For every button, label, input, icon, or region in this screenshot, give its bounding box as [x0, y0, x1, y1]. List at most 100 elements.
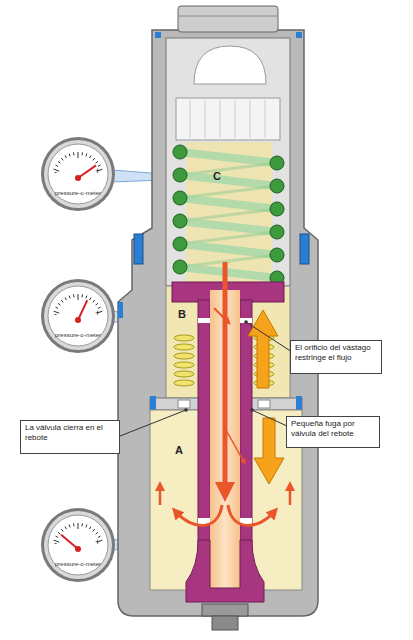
valve-port	[258, 400, 270, 408]
valve-spring	[174, 335, 194, 341]
valve-spring	[174, 380, 194, 386]
callout-box: La válvula cierra en el rebote	[20, 420, 120, 454]
gauge-rim	[41, 279, 115, 353]
chamber-label: B	[178, 308, 186, 320]
gauge-sign: -	[54, 167, 57, 177]
spring-coil	[180, 244, 277, 255]
leader-dot	[250, 408, 254, 412]
spring-wire	[173, 191, 187, 205]
gauge-tick	[93, 158, 95, 160]
upper-bore	[166, 38, 290, 286]
leader-dot	[244, 320, 248, 324]
collar-groove	[235, 100, 236, 138]
gauge-tick	[90, 526, 92, 529]
gauge-sign: +	[95, 166, 100, 176]
flow-arrow	[228, 505, 274, 525]
gauge-tick	[65, 526, 67, 529]
gauge-sign: +	[95, 537, 100, 547]
callout-leader	[120, 410, 186, 436]
gauge-tick	[86, 296, 87, 299]
gauge-tick	[55, 165, 58, 167]
callout-box: El orificio del vástago restringe el flu…	[290, 340, 382, 374]
gauge-tick	[93, 529, 95, 531]
gauge-sign: +	[95, 308, 100, 318]
gauge-tick	[69, 296, 70, 299]
mount-thread	[212, 616, 238, 630]
callout-text: La válvula cierra en el rebote	[25, 423, 115, 442]
gauge-tick	[61, 529, 63, 531]
flow-arrow	[226, 430, 244, 462]
pressure-gauge: -+pressure-o-meter	[40, 136, 116, 212]
gauge-tick	[55, 307, 58, 309]
o-ring-seal	[118, 302, 123, 318]
spring-wire	[270, 156, 284, 170]
gauge-tick	[58, 303, 60, 305]
rod-orifice	[198, 318, 210, 323]
flow-arrow	[214, 308, 228, 322]
spring-wire	[270, 179, 284, 193]
rod-orifice	[240, 318, 252, 323]
spring-coil	[180, 221, 277, 232]
spring-wire	[173, 145, 187, 159]
valve-seal	[150, 396, 156, 410]
o-ring-seal	[300, 234, 309, 264]
valve-spring	[174, 344, 194, 350]
gauge-needle	[78, 300, 87, 320]
gauge-sign: -	[54, 309, 57, 319]
callout-text: Pequeña fuga por válvula del rebote	[291, 419, 375, 438]
gauge-tick	[69, 154, 70, 157]
gauge-tick	[81, 294, 83, 297]
seal	[155, 32, 161, 38]
gauge-tick	[86, 525, 87, 528]
gauge-tick	[61, 300, 63, 302]
gauge-tick	[81, 523, 83, 526]
gauge-tick	[58, 161, 60, 163]
plug-collar	[176, 98, 280, 140]
valve-seal	[296, 396, 302, 410]
nut-line	[178, 16, 278, 17]
valve-spring	[174, 353, 194, 359]
seal	[296, 32, 302, 38]
gauge-hub	[75, 546, 81, 552]
body-housing	[118, 30, 318, 616]
gauge-hub	[75, 317, 81, 323]
valve-spring	[174, 371, 194, 377]
gauge-tick	[78, 523, 79, 529]
gauge-face	[40, 136, 116, 212]
collar-groove	[190, 100, 191, 138]
spring-coil	[180, 198, 277, 209]
collar-groove	[220, 100, 221, 138]
spring-coil	[180, 152, 277, 163]
callout-text: El orificio del vástago restringe el flu…	[295, 343, 377, 362]
o-ring-seal	[134, 234, 143, 264]
gauge-face	[40, 507, 116, 583]
chamber-label: C	[213, 170, 221, 182]
flow-arrow	[159, 486, 162, 505]
collar-groove	[205, 100, 206, 138]
spring-wire	[173, 168, 187, 182]
gauge-tick	[96, 161, 98, 163]
spring-wire	[173, 237, 187, 251]
spring-wire	[270, 225, 284, 239]
valve-port	[178, 400, 190, 408]
pressure-gauge: -+pressure-o-meter	[40, 278, 116, 354]
gauge-label: pressure-o-meter	[40, 561, 116, 567]
gauge-needle	[61, 535, 78, 549]
spring-wire	[270, 248, 284, 262]
flow-arrow	[289, 486, 292, 505]
spring-coil	[180, 175, 277, 186]
gauge-tick	[61, 158, 63, 160]
gauge-tick	[65, 297, 67, 300]
mount-bolt	[202, 604, 248, 616]
gauge-tick	[55, 536, 58, 538]
gauge-rim	[41, 508, 115, 582]
callout-leader	[252, 410, 287, 426]
gauge-sign: -	[54, 538, 57, 548]
collar-groove	[250, 100, 251, 138]
gauge-tick	[78, 294, 79, 300]
gauge-rim	[41, 137, 115, 211]
spring-wire	[173, 260, 187, 274]
gauge-tick	[65, 155, 67, 158]
gauge-tick	[81, 152, 83, 155]
